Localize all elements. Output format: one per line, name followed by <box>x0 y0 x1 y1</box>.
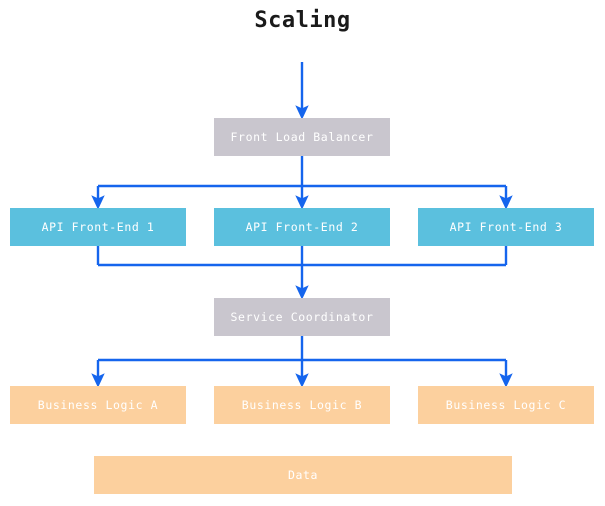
node-label: Front Load Balancer <box>230 130 374 144</box>
node-label: API Front-End 2 <box>245 220 359 234</box>
node-label: Data <box>287 468 319 482</box>
node-business-logic-a[interactable]: Business Logic A <box>10 386 186 424</box>
node-label: Business Logic C <box>445 398 567 412</box>
node-business-logic-b[interactable]: Business Logic B <box>214 386 390 424</box>
node-label: API Front-End 3 <box>449 220 563 234</box>
node-api-front-end-3[interactable]: API Front-End 3 <box>418 208 594 246</box>
node-label: Service Coordinator <box>230 310 374 324</box>
node-api-front-end-2[interactable]: API Front-End 2 <box>214 208 390 246</box>
node-label: Business Logic B <box>241 398 363 412</box>
node-api-front-end-1[interactable]: API Front-End 1 <box>10 208 186 246</box>
node-label: Business Logic A <box>37 398 159 412</box>
node-business-logic-c[interactable]: Business Logic C <box>418 386 594 424</box>
diagram-title: Scaling <box>254 8 351 33</box>
node-front-load-balancer[interactable]: Front Load Balancer <box>214 118 390 156</box>
node-label: API Front-End 1 <box>41 220 155 234</box>
node-service-coordinator[interactable]: Service Coordinator <box>214 298 390 336</box>
node-data[interactable]: Data <box>94 456 512 494</box>
